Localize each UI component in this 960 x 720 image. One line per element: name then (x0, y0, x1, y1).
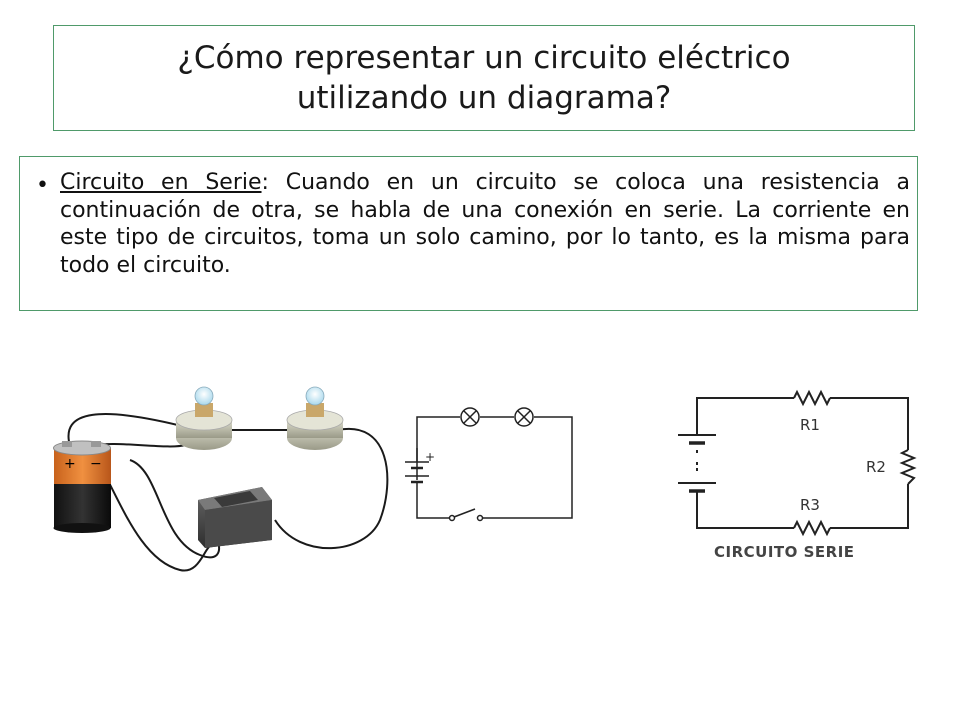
slide-title: ¿Cómo representar un circuito eléctrico … (53, 25, 915, 131)
battery-minus-label: − (90, 456, 102, 472)
schematic-wire (696, 491, 794, 529)
label-r1: R1 (800, 416, 820, 434)
wire (67, 413, 191, 447)
wire (97, 461, 213, 572)
label-r2: R2 (866, 458, 886, 476)
lamp-symbol-icon (514, 407, 534, 427)
schematic-wire (830, 484, 909, 529)
schematic-wire (480, 416, 573, 519)
lamp-icon (286, 386, 344, 450)
resistor-r1-icon (793, 389, 831, 407)
bullet-paragraph: Circuito en Serie: Cuando en un circuito… (60, 169, 910, 279)
title-line-2: utilizando un diagrama? (296, 80, 672, 116)
resistor-r3-icon (793, 519, 831, 537)
lamp-schematic (405, 407, 573, 522)
schematic-wire (830, 397, 909, 450)
label-r3: R3 (800, 496, 820, 514)
schematic-wire (696, 397, 794, 435)
lamp-symbol-icon (460, 407, 480, 427)
battery-icon: + − (53, 440, 111, 533)
lamp-icon (175, 386, 233, 450)
caption-circuito-serie: CIRCUITO SERIE (714, 543, 855, 561)
resistor-schematic (678, 389, 917, 537)
battery-symbol-icon (405, 448, 429, 490)
wire (129, 459, 221, 559)
switch-symbol-icon (448, 508, 484, 522)
bullet-dot: • (36, 173, 49, 198)
wire (274, 427, 389, 550)
schematic-wire (416, 416, 460, 480)
schematic-wire (416, 490, 452, 519)
battery-plus-label: + (64, 456, 76, 472)
bullet-term: Circuito en Serie (60, 170, 262, 195)
resistor-r2-icon (899, 449, 917, 485)
bullet-box: • Circuito en Serie: Cuando en un circui… (19, 156, 918, 311)
switch-icon (198, 487, 272, 548)
bullet-text: : Cuando en un circuito se coloca una re… (60, 170, 910, 278)
pictorial-circuit: + − (53, 386, 389, 572)
battery-plus-mark: + (425, 450, 435, 464)
title-line-1: ¿Cómo representar un circuito eléctrico (177, 40, 791, 76)
battery-symbol-icon (678, 434, 716, 493)
